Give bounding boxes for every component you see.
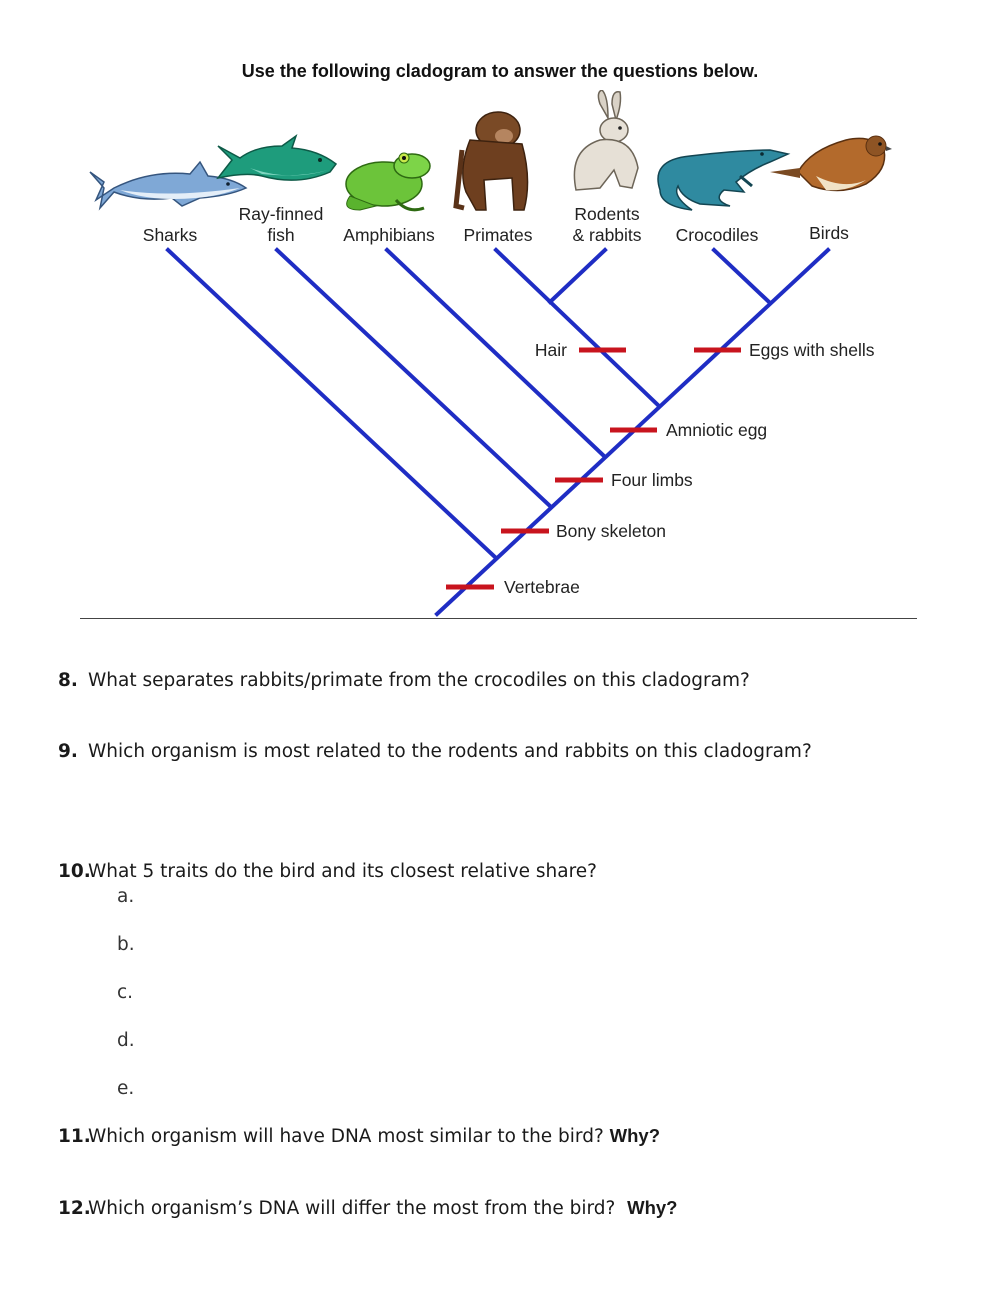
question-number: 11. xyxy=(58,1126,91,1147)
branch-mammals xyxy=(493,247,662,409)
branch-sharks xyxy=(165,247,499,561)
section-divider xyxy=(80,618,917,619)
branch-amphibians xyxy=(384,247,607,459)
question-text: Which organism is most related to the ro… xyxy=(88,741,812,762)
taxon-label-crocodiles: Crocodiles xyxy=(676,225,759,245)
taxon-label-rabbits: & rabbits xyxy=(572,225,641,245)
question-emphasis: Why? xyxy=(609,1125,661,1146)
cladogram: Sharks Ray-finned fish Amphibians Primat… xyxy=(89,90,892,617)
question-11: 11.Which organism will have DNA most sim… xyxy=(58,1125,660,1147)
question-emphasis: Why? xyxy=(627,1197,678,1218)
trait-label-four-limbs: Four limbs xyxy=(611,470,693,490)
trait-label-bony-skeleton: Bony skeleton xyxy=(556,521,666,541)
question-10: 10.What 5 traits do the bird and its clo… xyxy=(58,861,597,882)
rabbit-illustration xyxy=(573,90,639,191)
question-number: 8. xyxy=(58,670,78,691)
answer-option-e: e. xyxy=(117,1078,135,1099)
taxon-label-birds: Birds xyxy=(809,223,849,243)
branch-crocodiles xyxy=(711,247,772,305)
question-text: What 5 traits do the bird and its closes… xyxy=(88,861,598,882)
branch-rodents-rabbits xyxy=(547,247,608,305)
question-9: 9. Which organism is most related to the … xyxy=(58,741,812,762)
answer-option-c: c. xyxy=(117,982,134,1003)
frog-illustration xyxy=(345,152,431,212)
bird-illustration xyxy=(770,135,892,192)
trait-label-eggs-with-shells: Eggs with shells xyxy=(749,340,875,360)
answer-option-b: b. xyxy=(117,934,135,955)
taxon-label-sharks: Sharks xyxy=(143,225,198,245)
taxon-label-primates: Primates xyxy=(463,225,532,245)
trait-label-vertebrae: Vertebrae xyxy=(504,577,580,597)
chimpanzee-illustration xyxy=(453,111,529,211)
question-number: 12. xyxy=(58,1198,91,1219)
question-12: 12.Which organism’s DNA will differ the … xyxy=(58,1197,677,1219)
trait-markers xyxy=(446,347,741,590)
instruction-heading: Use the following cladogram to answer th… xyxy=(241,61,759,81)
shark-illustration xyxy=(89,160,248,211)
taxon-label-ray-finned: Ray-finned xyxy=(239,204,324,224)
branch-ray-finned-fish xyxy=(274,247,553,509)
question-text: Which organism will have DNA most simila… xyxy=(88,1126,604,1147)
crocodile-illustration xyxy=(657,149,791,211)
question-8: 8. What separates rabbits/primate from th… xyxy=(58,670,750,691)
taxon-label-rodents: Rodents xyxy=(574,204,639,224)
question-text: What separates rabbits/primate from the … xyxy=(88,670,750,691)
taxon-label-fish: fish xyxy=(267,225,294,245)
trait-label-hair: Hair xyxy=(535,340,567,360)
ray-finned-fish-illustration xyxy=(216,134,338,181)
answer-option-d: d. xyxy=(117,1030,135,1051)
question-text: Which organism’s DNA will differ the mos… xyxy=(88,1198,616,1219)
trait-label-amniotic-egg: Amniotic egg xyxy=(666,420,767,440)
taxon-label-amphibians: Amphibians xyxy=(343,225,435,245)
answer-option-a: a. xyxy=(117,886,135,907)
question-number: 9. xyxy=(58,741,78,762)
question-number: 10. xyxy=(58,861,91,882)
